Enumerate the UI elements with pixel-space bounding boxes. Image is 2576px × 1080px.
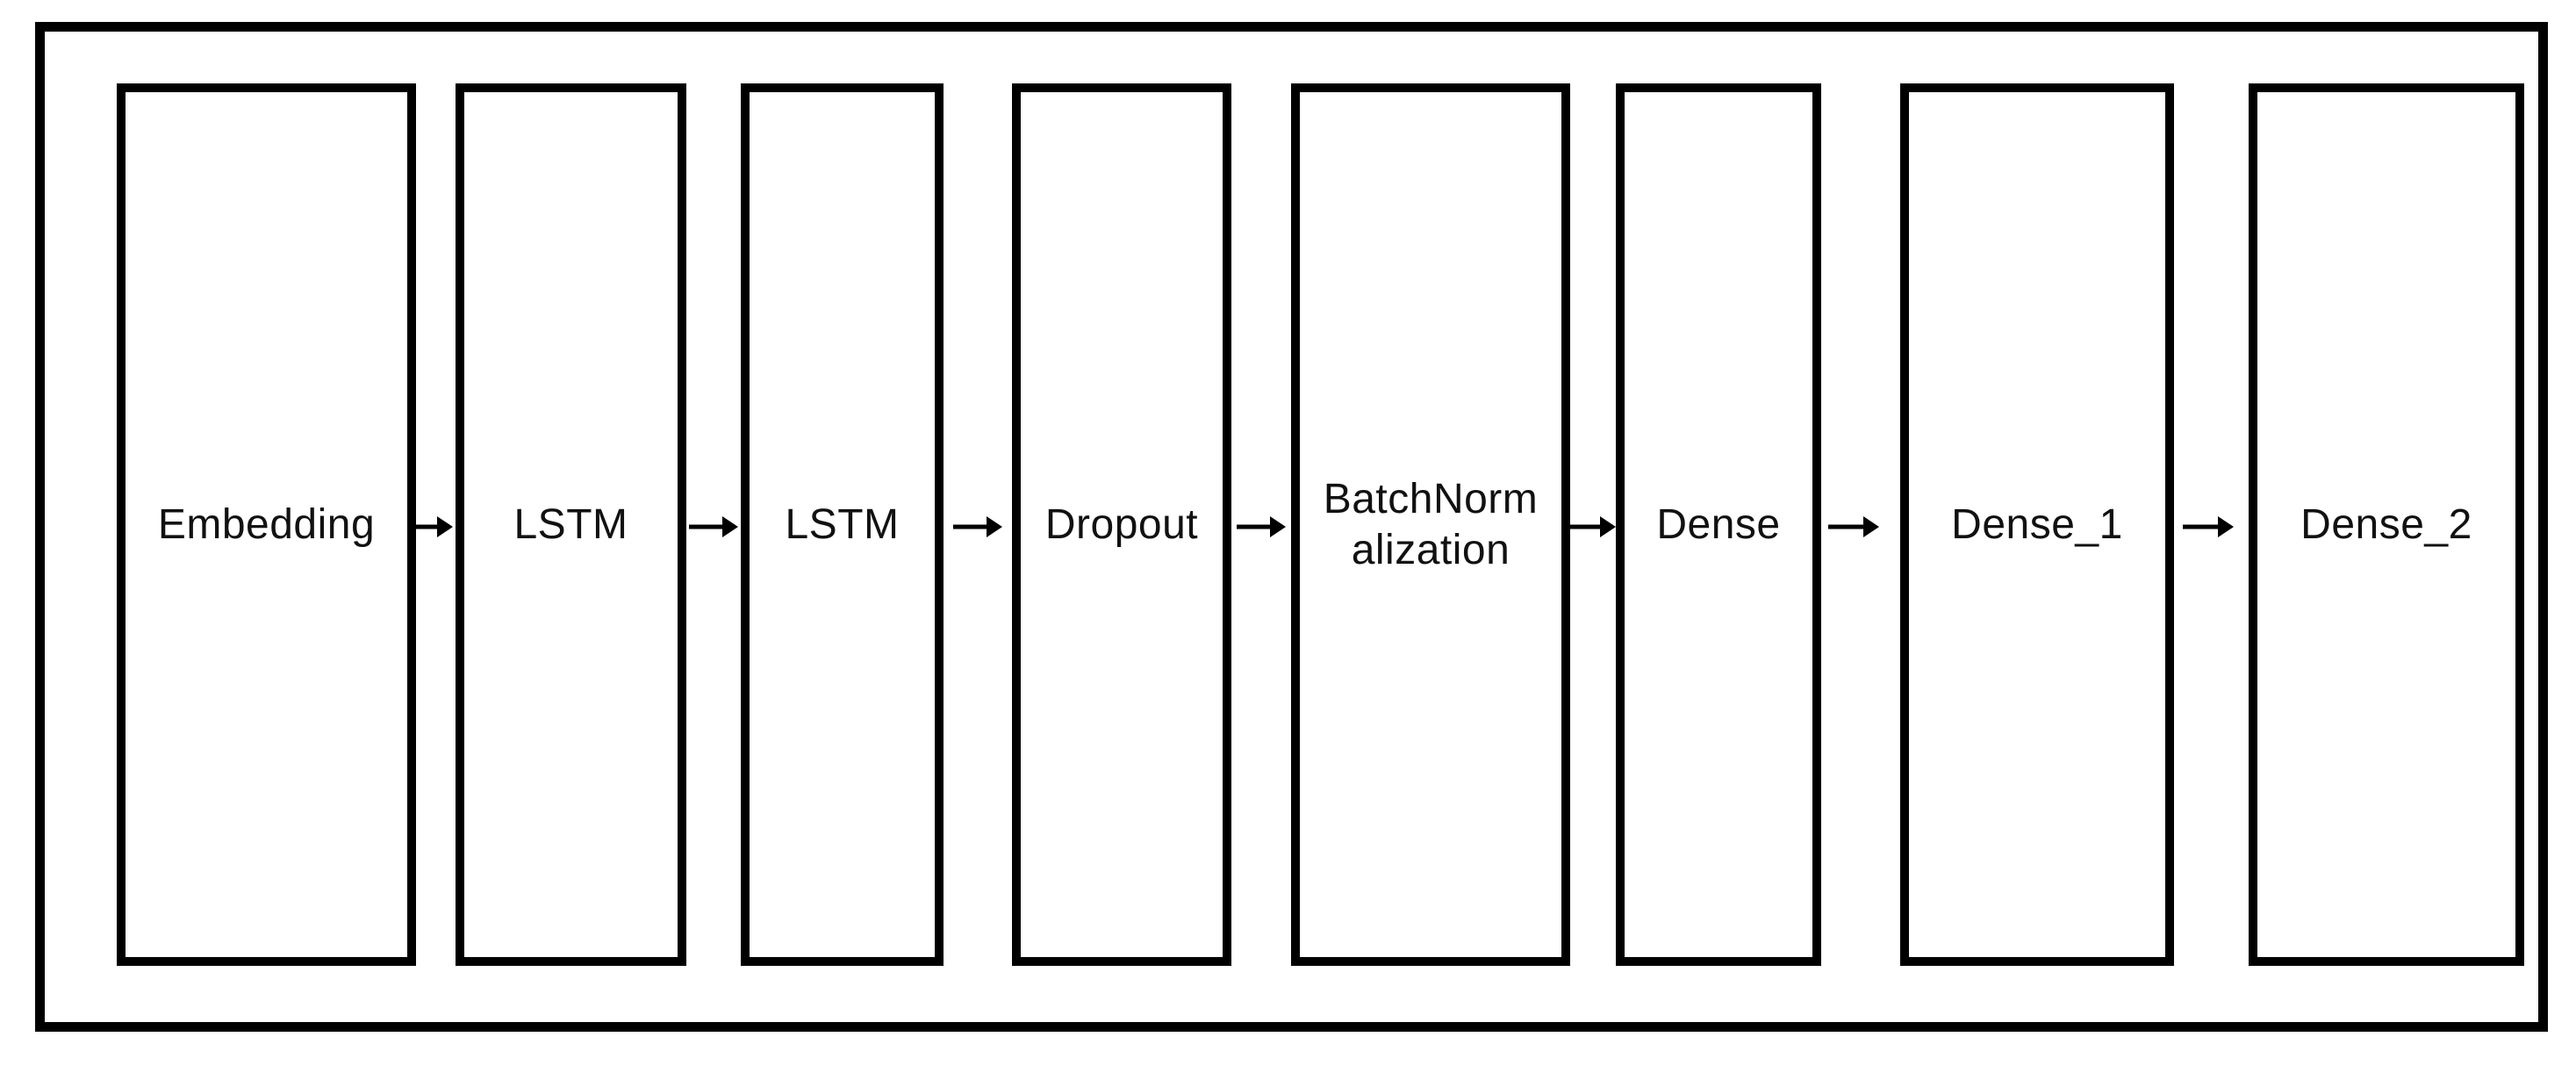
arrow-head	[722, 516, 738, 537]
layer-box-lstm-2: LSTM	[741, 83, 944, 966]
layer-box-dense-1: Dense_1	[1900, 83, 2174, 966]
arrow-shaft	[1828, 524, 1866, 529]
layer-label: Dense_2	[2300, 500, 2472, 548]
layer-label: LSTM	[513, 500, 628, 548]
arrow-shaft	[1237, 524, 1273, 529]
layer-box-embedding: Embedding	[117, 83, 416, 966]
arrow-right-icon	[2183, 515, 2234, 539]
layer-box-dropout: Dropout	[1012, 83, 1231, 966]
layer-label: Embedding	[157, 500, 376, 548]
arrow-right-icon	[1237, 515, 1286, 539]
layer-label: Dense	[1656, 500, 1781, 548]
layer-label: BatchNorm alization	[1323, 475, 1539, 573]
arrow-shaft	[953, 524, 989, 529]
layer-box-dense-2: Dense_2	[2249, 83, 2524, 966]
layer-box-batchnormalization: BatchNorm alization	[1291, 83, 1570, 966]
arrow-right-icon	[1570, 515, 1616, 539]
layer-label: LSTM	[785, 500, 900, 548]
arrow-head	[2218, 516, 2234, 537]
arrow-shaft	[2183, 524, 2221, 529]
arrow-shaft	[409, 524, 440, 529]
layer-label: Dense_1	[1951, 500, 2123, 548]
arrow-right-icon	[409, 515, 453, 539]
arrow-head	[987, 516, 1002, 537]
layer-label: Dropout	[1044, 500, 1199, 548]
arrow-right-icon	[953, 515, 1002, 539]
arrow-right-icon	[1828, 515, 1879, 539]
arrow-shaft	[689, 524, 725, 529]
arrow-head	[437, 516, 453, 537]
arrow-head	[1270, 516, 1286, 537]
arrow-shaft	[1570, 524, 1603, 529]
layer-box-lstm-1: LSTM	[456, 83, 686, 966]
layer-box-dense: Dense	[1616, 83, 1821, 966]
arrow-head	[1863, 516, 1879, 537]
arrow-right-icon	[689, 515, 738, 539]
arrow-head	[1600, 516, 1616, 537]
